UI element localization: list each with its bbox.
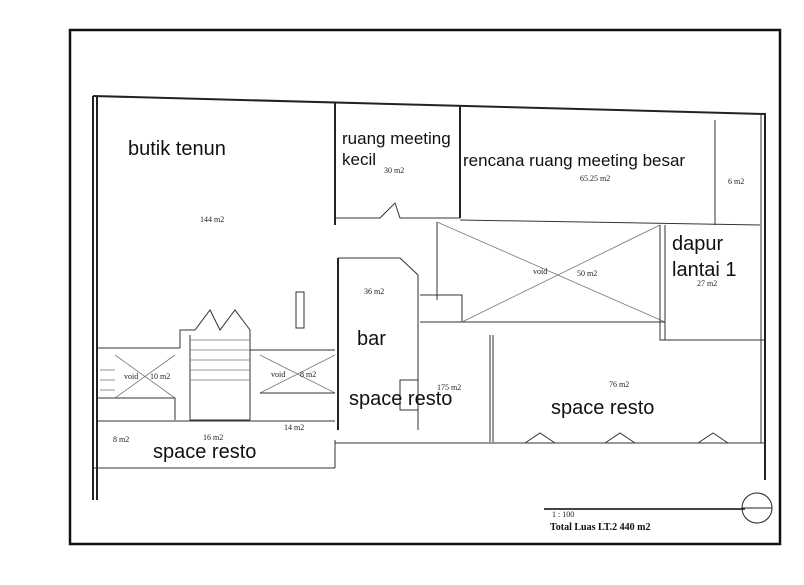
room-name-bar: bar	[357, 328, 386, 350]
room-area-side: 6 m2	[728, 177, 744, 186]
walls	[92, 95, 766, 500]
room-area-resto-bottom-b: 16 m2	[203, 433, 223, 442]
room-name-meeting-kecil-2: kecil	[342, 150, 376, 169]
room-area-resto-right: 76 m2	[609, 380, 629, 389]
void-center-area: 50 m2	[577, 269, 597, 278]
scale-label: 1 : 100	[552, 510, 574, 519]
void-right-area: 8 m2	[300, 370, 316, 379]
void-left-label: void	[124, 372, 138, 381]
room-area-meeting-kecil: 30 m2	[384, 166, 404, 175]
room-area-meeting-besar: 65.25 m2	[580, 174, 610, 183]
void-right-label: void	[271, 370, 285, 379]
room-area-bar: 36 m2	[364, 287, 384, 296]
room-area-resto-center: 175 m2	[437, 383, 461, 392]
room-name-meeting-besar: rencana ruang meeting besar	[463, 151, 685, 170]
room-name-butik-tenun: butik tenun	[128, 138, 226, 160]
room-name-dapur-2: lantai 1	[672, 259, 737, 281]
room-name-resto-right: space resto	[551, 397, 654, 419]
void-center-label: void	[533, 267, 547, 276]
room-name-meeting-kecil-1: ruang meeting	[342, 129, 451, 148]
room-labels: butik tenun 144 m2 ruang meeting kecil 3…	[113, 129, 744, 463]
room-area-dapur: 27 m2	[697, 279, 717, 288]
room-name-dapur-1: dapur	[672, 233, 723, 255]
room-name-resto-center: space resto	[349, 388, 452, 410]
drawing-border	[68, 28, 782, 546]
room-area-resto-bottom-c: 8 m2	[113, 435, 129, 444]
room-name-resto-bottom: space resto	[153, 441, 256, 463]
room-area-resto-bottom-a: 14 m2	[284, 423, 304, 432]
void-left-area: 10 m2	[150, 372, 170, 381]
room-area-butik-tenun: 144 m2	[200, 215, 224, 224]
total-area: Total Luas LT.2 440 m2	[550, 522, 651, 533]
legend: 1 : 100 Total Luas LT.2 440 m2	[544, 492, 773, 533]
